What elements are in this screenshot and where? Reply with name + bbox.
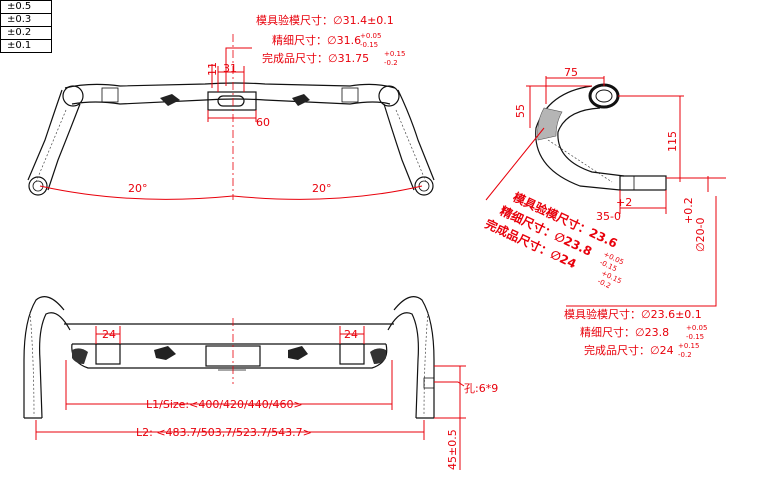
side-note-leader [485, 127, 545, 201]
dim-11-label: 11 [206, 62, 219, 76]
tolerance-table: ±0.5 ±0.3 ±0.2 ±0.1 [0, 0, 52, 53]
dim-55-label: 55 [514, 104, 527, 118]
top-finished-tol-upper: +0.15 [384, 50, 405, 58]
side-rotated-notes: 模具验模尺寸：23.6 精细尺寸：∅23.8 +0.05 -0.15 完成品尺寸… [483, 189, 625, 290]
top-fine-tol-lower: -0.15 [360, 41, 378, 49]
dim-dia20-tol: +0.2 [682, 197, 695, 224]
top-left-bar-end [28, 176, 48, 196]
side-clamp-ring [588, 83, 620, 109]
top-mold-check-note: 模具验模尺寸：∅31.4±0.1 [256, 13, 394, 27]
top-right-bend [378, 85, 400, 107]
top-right-drop-hatch [395, 109, 427, 183]
right-finished-tol-upper: +0.15 [678, 342, 699, 350]
front-left-drop-outer [23, 296, 65, 418]
top-left-bar-end-inner [32, 180, 44, 192]
tolerance-cell: ±0.1 [0, 39, 52, 53]
dim-35-label: 35-0 [596, 210, 621, 223]
tolerance-row: ±0.1 [0, 39, 52, 53]
angle-arc-right [232, 185, 423, 200]
right-note-leader [566, 196, 717, 307]
angle-arc-left [39, 185, 234, 200]
front-right-bend-port [370, 348, 386, 364]
top-fine-tol-upper: +0.05 [360, 32, 381, 40]
right-fine-tol-upper: +0.05 [686, 324, 707, 332]
front-left-grip-mark [95, 343, 121, 365]
top-right-drop-outer [397, 89, 435, 181]
dim-dia20-label: ∅20-0 [694, 217, 707, 252]
front-right-cable-port [288, 346, 308, 360]
top-clamp-area [207, 91, 257, 111]
front-hole [423, 377, 435, 389]
top-bar-lower-edge [71, 98, 391, 105]
top-left-bend [62, 85, 84, 107]
right-fine-size-note: 精细尺寸：∅23.8 [580, 325, 669, 339]
front-right-grip-mark [339, 343, 365, 365]
side-drop-hatch [547, 139, 613, 183]
top-left-cable-port [160, 94, 180, 106]
right-finished-size-note: 完成品尺寸：∅24 [584, 343, 674, 357]
dim-115-label: 115 [666, 131, 679, 152]
right-notes: 模具验模尺寸：∅23.6±0.1 精细尺寸：∅23.8 +0.05 -0.15 … [564, 196, 717, 359]
right-mold-check-note: 模具验模尺寸：∅23.6±0.1 [564, 307, 702, 321]
top-right-grip-mark [341, 87, 359, 103]
top-left-drop-outer [27, 89, 63, 181]
right-fine-tol-lower: -0.15 [686, 333, 704, 341]
dim-plus2-label: +2 [616, 196, 632, 209]
dim-24-right-label: 24 [344, 328, 358, 341]
top-left-drop-inner [47, 103, 81, 191]
top-left-grip-mark [101, 87, 119, 103]
side-texture-zone [537, 107, 563, 141]
front-view: 24 24 L1/Size:<400/420/440/460> L2: <483… [23, 296, 498, 470]
side-clamp-ring-inner [595, 89, 613, 103]
top-fine-size-note: 精细尺寸：∅31.6 [272, 33, 361, 47]
side-drop-outer [535, 85, 621, 191]
front-left-cable-port [154, 346, 176, 360]
top-left-drop-hatch [35, 109, 67, 183]
top-clamp-slot [217, 95, 245, 107]
top-right-cable-port [292, 94, 310, 106]
top-right-bar-end-inner [418, 180, 430, 192]
top-right-drop-inner [383, 103, 415, 191]
dim-l1-label: L1/Size:<400/420/440/460> [146, 398, 303, 411]
dim-60-label: 60 [256, 116, 270, 129]
dim-75-label: 75 [564, 66, 578, 79]
dim-l2-label: L2: <483.7/503,7/523.7/543.7> [136, 426, 312, 439]
side-bar-end [619, 175, 667, 191]
dim-31-label: 31 [223, 62, 237, 75]
top-note-leader [225, 47, 252, 86]
front-right-drop-outer [393, 296, 435, 418]
angle-left-label: 20° [128, 182, 148, 195]
right-finished-tol-lower: -0.2 [678, 351, 692, 359]
angle-right-label: 20° [312, 182, 332, 195]
front-left-drop-hatch [29, 311, 35, 417]
front-right-drop-hatch [423, 311, 429, 417]
hole-leader [434, 381, 465, 387]
dim-24-left-label: 24 [102, 328, 116, 341]
side-view: 75 55 115 ∅20-0 +0.2 +2 35-0 模具验模尺寸：23.6… [483, 66, 726, 290]
top-view: 31 11 60 20° 20° 模具验模尺寸：∅31.4±0.1 精细尺寸：∅… [27, 13, 435, 200]
front-right-drop-inner [387, 312, 419, 419]
dim-drop-label: 45±0.5 [446, 429, 459, 470]
front-left-bend-port [72, 348, 88, 364]
top-right-bar-end [414, 176, 434, 196]
hole-note: 孔:6*9 [464, 382, 498, 395]
front-left-drop-inner [39, 312, 71, 419]
top-finished-tol-lower: -0.2 [384, 59, 398, 67]
top-finished-size-note: 完成品尺寸：∅31.75 [262, 51, 369, 65]
side-drop-inner [557, 107, 625, 177]
top-bar-upper-edge [64, 82, 396, 89]
